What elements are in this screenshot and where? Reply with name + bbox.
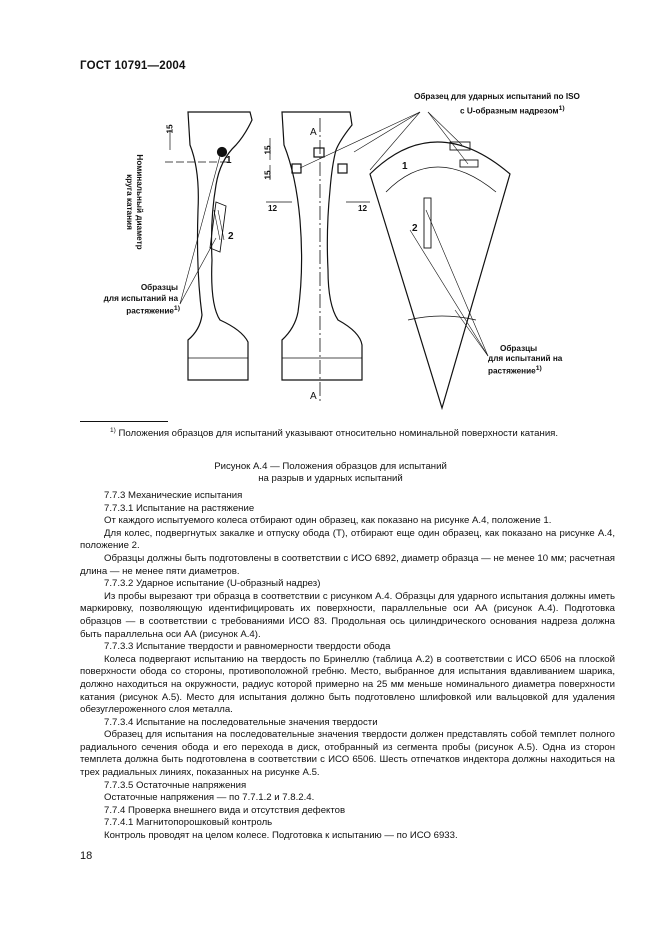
dim-15-a: 15 xyxy=(165,124,175,134)
subsection-heading: 7.7.3.4 Испытание на последовательные зн… xyxy=(104,716,378,728)
position-1-right: 1 xyxy=(402,161,408,172)
paragraph: Колеса подвергают испытанию на твердость… xyxy=(80,653,615,716)
paragraph: Образцы должны быть подготовлены в соотв… xyxy=(80,552,615,577)
footnote-marker: 1) xyxy=(110,427,116,434)
caption-line2: на разрыв и ударных испытаний xyxy=(258,473,403,484)
diameter-label-line2: круга катания xyxy=(125,174,134,230)
position-2-right: 2 xyxy=(412,223,418,234)
middle-wheel-profile xyxy=(281,111,363,381)
subsection-heading: 7.7.3.3 Испытание твердости и равномерно… xyxy=(104,641,391,653)
position-1-left: 1 xyxy=(226,155,232,166)
paragraph: Контроль проводят на целом колесе. Подго… xyxy=(104,830,458,842)
diameter-label-line1: Номинальный диаметр xyxy=(135,154,144,250)
dim-12-a: 12 xyxy=(268,204,278,213)
dim-12-b: 12 xyxy=(358,204,368,213)
subsection-heading: 7.7.3.5 Остаточные напряжения xyxy=(104,779,247,791)
dim-15-c: 15 xyxy=(263,170,273,180)
tension-left-line1: Образцы xyxy=(140,283,178,292)
footnote-text: Положения образцов для испытаний указыва… xyxy=(118,428,559,440)
impact-label-line1: Образец для ударных испытаний по ISO xyxy=(414,92,580,101)
section-a-bottom: A xyxy=(310,391,317,402)
tension-left-line3: растяжение xyxy=(126,306,174,316)
footnote: 1) Положения образцов для испытаний указ… xyxy=(110,427,558,439)
position-2-left: 2 xyxy=(228,231,234,242)
left-wheel-profile xyxy=(187,111,253,381)
figure-drawing xyxy=(165,111,511,411)
figure-a4: Образец для ударных испытаний по ISO с U… xyxy=(70,90,600,420)
document-header: ГОСТ 10791—2004 xyxy=(80,60,186,72)
paragraph: От каждого испытуемого колеса отбирают о… xyxy=(104,515,552,527)
paragraph: Для колес, подвергнутых закалке и отпуск… xyxy=(80,527,615,552)
paragraph: Образец для испытания на последовательны… xyxy=(80,729,615,779)
subsection-heading: 7.7.3.2 Ударное испытание (U-образный на… xyxy=(104,578,321,590)
impact-label-sup: 1) xyxy=(558,105,565,112)
section-heading: 7.7.4 Проверка внешнего вида и отсутстви… xyxy=(104,804,346,816)
page-number: 18 xyxy=(80,850,93,862)
footnote-rule xyxy=(80,421,168,422)
tension-right-sup: 1) xyxy=(535,365,542,372)
figure-caption: Рисунок А.4 — Положения образцов для исп… xyxy=(0,461,661,485)
dim-15-b: 15 xyxy=(263,145,273,155)
caption-line1: Рисунок А.4 — Положения образцов для исп… xyxy=(214,461,447,472)
tension-right-line2: для испытаний на xyxy=(488,354,563,363)
tension-left-sup: 1) xyxy=(173,305,180,312)
impact-label-line2: с U-образным надрезом xyxy=(460,106,559,116)
tension-right-line1: Образцы xyxy=(500,344,538,353)
tension-left-line2: для испытаний на xyxy=(103,294,178,303)
sector-outline xyxy=(369,141,511,411)
tension-right-line3: растяжение xyxy=(488,366,536,376)
section-heading: 7.7.3 Механические испытания xyxy=(104,490,243,501)
paragraph: Из пробы вырезают три образца в соответс… xyxy=(80,590,615,640)
subsection-heading: 7.7.3.1 Испытание на растяжение xyxy=(104,502,255,514)
body-text: 7.7.3 Механические испытания 7.7.3.1 Исп… xyxy=(80,490,615,843)
subsection-heading: 7.7.4.1 Магнитопорошковый контроль xyxy=(104,817,273,829)
paragraph: Остаточные напряжения — по 7.7.1.2 и 7.8… xyxy=(104,792,315,804)
section-a-top: A xyxy=(310,127,317,138)
